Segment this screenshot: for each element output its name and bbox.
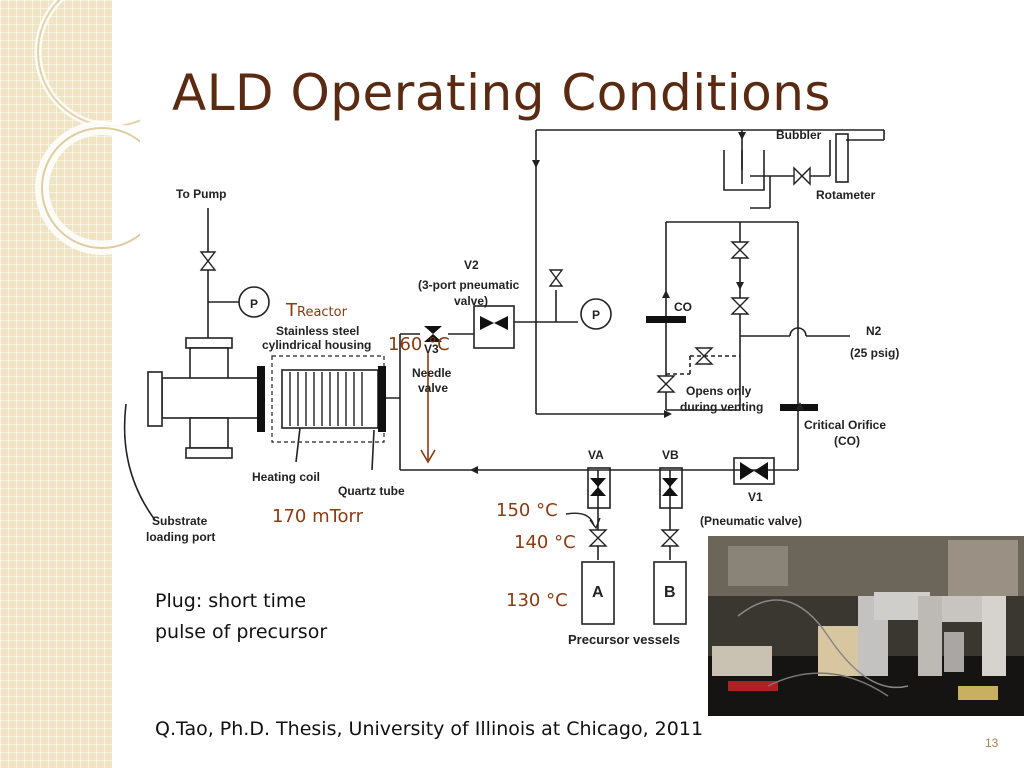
citation: Q.Tao, Ph.D. Thesis, University of Illin… [155,718,704,740]
housing-label-1: Stainless steel [276,324,360,338]
va-label: VA [588,448,604,462]
v2-desc-2: valve) [454,294,489,308]
vessel-a-label: A [592,584,604,601]
temp-130: 130 °C [506,590,568,611]
bubbler-label: Bubbler [776,128,822,142]
needle-valve-label-1: Needle [412,366,452,380]
vessel-b-label: B [664,584,676,601]
opens-only-label-1: Opens only [686,384,752,398]
quartz-tube-label: Quartz tube [338,484,405,498]
vb-label: VB [662,448,679,462]
precursor-vessels-label: Precursor vessels [568,632,681,647]
slide-title: ALD Operating Conditions [172,64,831,122]
temp-160: 160 °C [388,334,450,355]
pneumatic-valve-label: (Pneumatic valve) [700,514,803,528]
v2-label: V2 [464,258,479,272]
pressure-gauge-1-label: P [249,297,258,311]
v3-label: V3 [424,342,439,356]
temp-150: 150 °C [496,500,558,521]
lab-setup-photo [708,536,1024,716]
treactor-label: TReactor [286,300,347,321]
to-pump-label: To Pump [176,187,227,201]
substrate-label-1: Substrate [152,514,208,528]
opens-only-label-2: during venting [680,400,764,414]
temp-140: 140 °C [514,532,576,553]
housing-label-2: cylindrical housing [262,338,372,352]
decorative-rings [34,0,140,255]
critical-orifice-label-1: Critical Orifice [804,418,887,432]
needle-valve-label-2: valve [418,381,449,395]
page-number: 13 [985,736,999,750]
plug-note-line-1: Plug: short time [155,590,307,612]
pressure-gauge-2-label: P [591,308,600,322]
substrate-label-2: loading port [146,530,216,544]
v2-desc-1: (3-port pneumatic [418,278,520,292]
critical-orifice-label-2: (CO) [834,434,860,448]
pressure-170-mtorr: 170 mTorr [272,506,364,527]
treactor-main: T [286,300,297,321]
ald-process-diagram [123,129,885,625]
co-top-label: CO [674,300,692,314]
n2-pressure-label: (25 psig) [850,346,900,360]
v1-label: V1 [748,490,763,504]
n2-label: N2 [866,324,882,338]
heating-coil-label: Heating coil [252,470,321,484]
treactor-sub: Reactor [297,305,347,320]
plug-note-line-2: pulse of precursor [155,621,328,643]
rotameter-label: Rotameter [816,188,876,202]
